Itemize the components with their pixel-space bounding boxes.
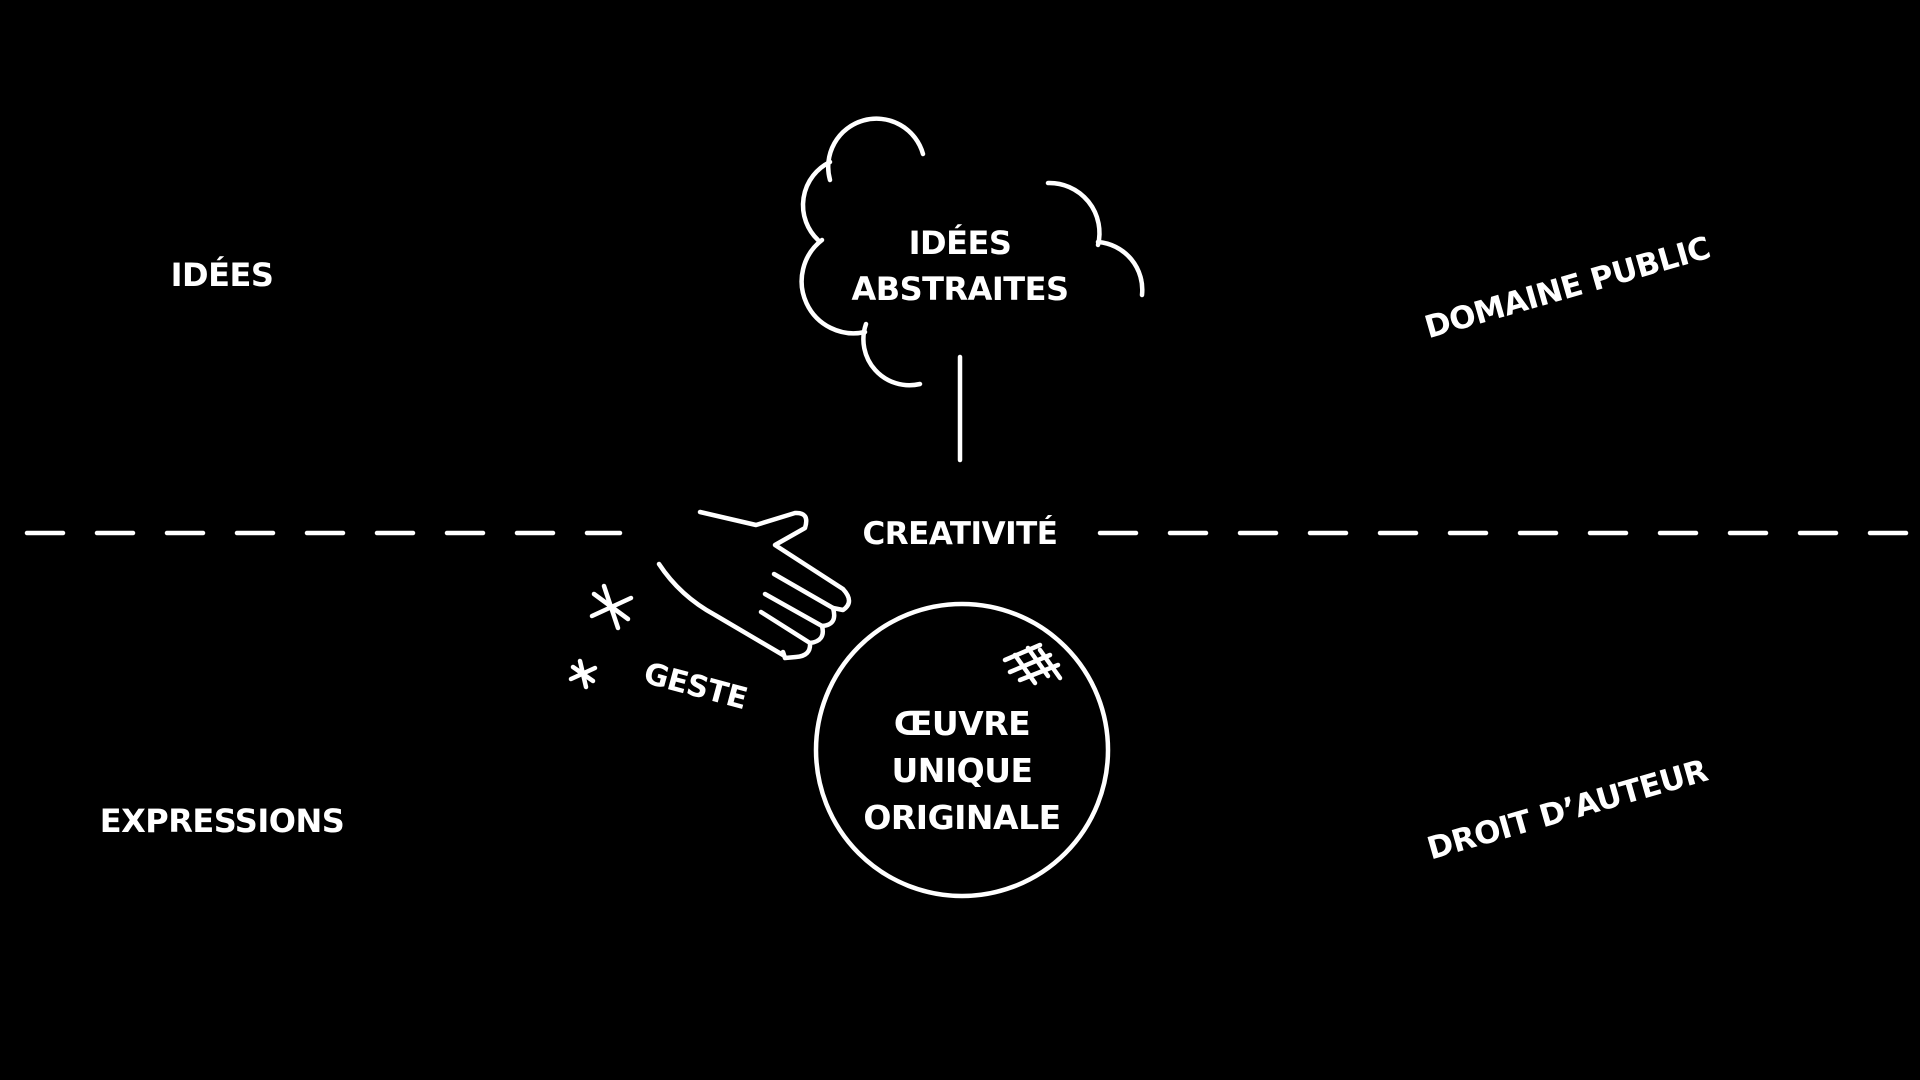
hand-icon xyxy=(656,509,852,661)
label-geste: GESTE xyxy=(640,656,751,717)
label-creativite: CREATIVITÉ xyxy=(863,516,1058,552)
label-expressions: EXPRESSIONS xyxy=(100,802,345,840)
label-domaine-public: DOMAINE PUBLIC xyxy=(1421,230,1714,346)
cloud-label-line2: ABSTRAITES xyxy=(851,270,1068,308)
label-droit-auteur: DROIT D’AUTEUR xyxy=(1423,753,1712,868)
circle-label-line1: ŒUVRE xyxy=(894,704,1030,743)
oeuvre-circle xyxy=(813,601,1111,899)
circle-label-line2: UNIQUE xyxy=(891,751,1032,790)
hash-icon xyxy=(1002,642,1063,686)
cloud-label-line1: IDÉES xyxy=(909,224,1012,262)
label-idees: IDÉES xyxy=(171,256,274,294)
circle-label-line3: ORIGINALE xyxy=(863,798,1060,837)
cloud-icon xyxy=(799,116,1145,463)
asterisk-small-icon xyxy=(568,658,598,690)
asterisk-icon xyxy=(589,583,634,631)
